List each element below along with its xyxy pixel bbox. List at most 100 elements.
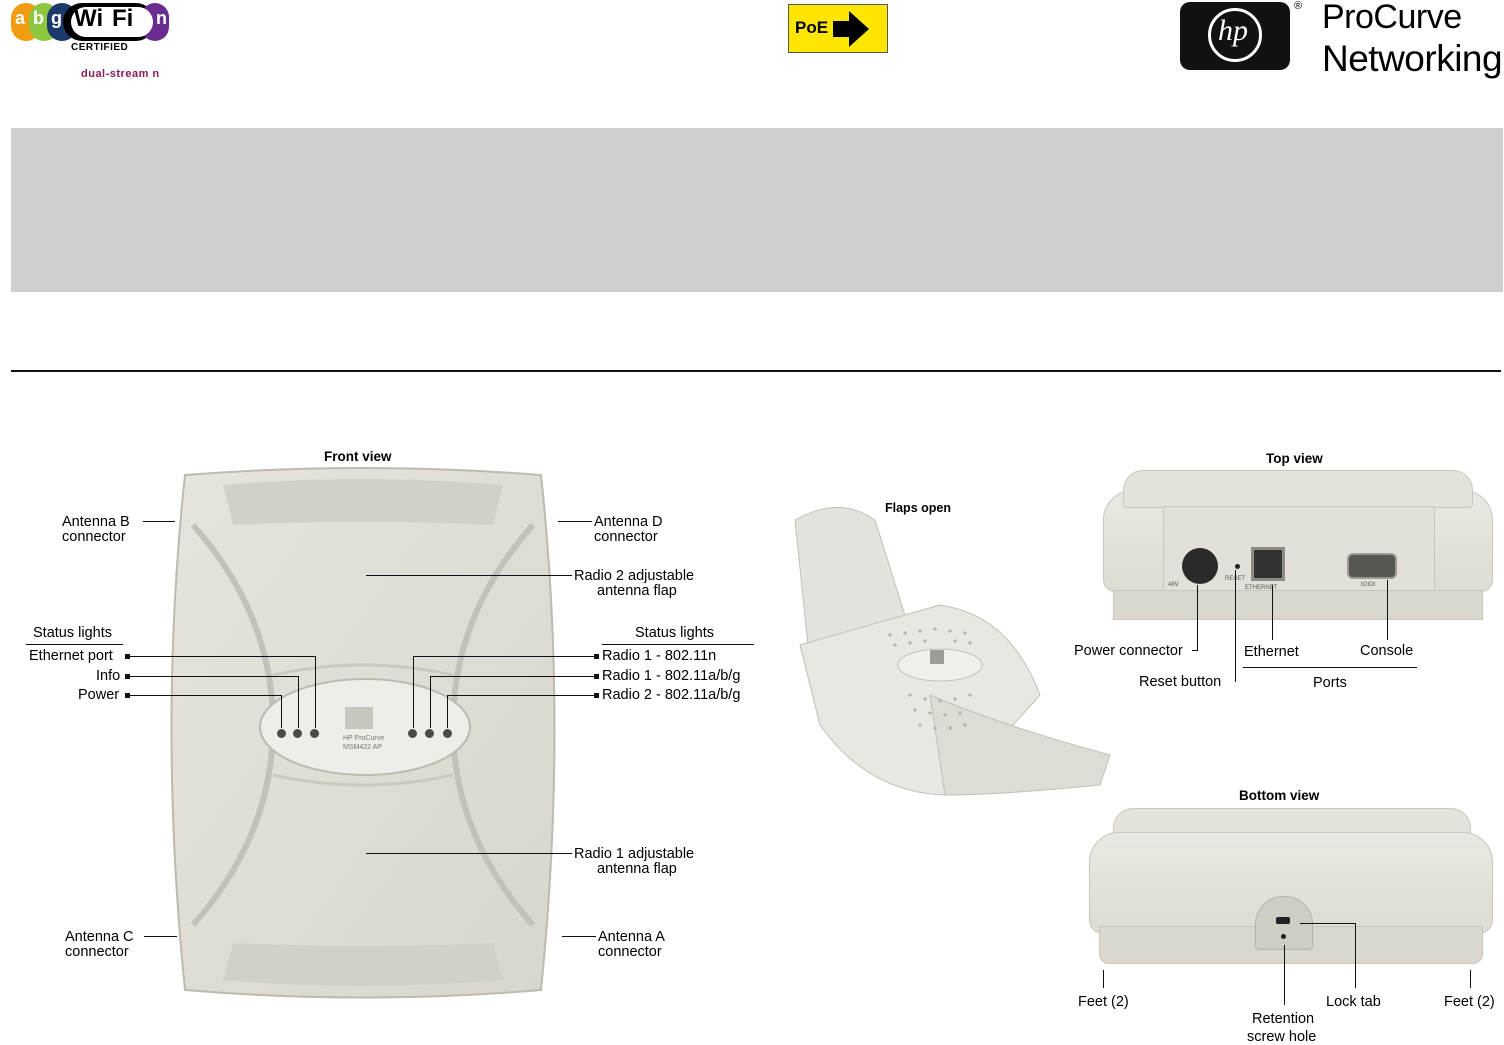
wifi-letter-g: g — [51, 8, 62, 28]
hp-procurve-logo: hp ® ProCurve Networking — [1180, 0, 1503, 82]
flaps-open-device — [794, 507, 1111, 796]
radio1-flap-label-1: Radio 1 adjustable — [574, 846, 695, 862]
lock-tab-leader-h — [1300, 923, 1355, 924]
console-port-icon — [1347, 553, 1397, 579]
hp-registered-mark: ® — [1294, 0, 1303, 12]
status-radio1-n-label: Radio 1 - 802.11n — [602, 648, 717, 664]
power-leader-dot — [125, 693, 130, 698]
radio1-flap-leader — [366, 853, 572, 854]
radio2-flap-leader — [366, 575, 572, 576]
hp-logo-circle — [1208, 8, 1262, 62]
device-label-line1: HP ProCurve — [343, 735, 385, 742]
antenna-a-label-1: Antenna A — [598, 929, 665, 945]
retention-leader-v — [1284, 945, 1285, 1005]
antenna-d-leader — [558, 521, 592, 522]
lock-tab-icon — [1276, 917, 1290, 924]
status-ethernet-label: Ethernet port — [29, 648, 113, 664]
status-right-heading: Status lights — [635, 625, 714, 641]
flaps-open-title: Flaps open — [885, 501, 951, 515]
front-view-title: Front view — [324, 449, 392, 464]
antenna-b-label-1: Antenna B — [62, 514, 130, 530]
radio1-n-leader-dot — [594, 654, 599, 659]
radio2-abg-leader-dot — [594, 693, 599, 698]
antenna-d-label-2: connector — [594, 529, 658, 545]
top-view-title: Top view — [1266, 451, 1323, 466]
wifi-word-wi: Wi — [74, 5, 104, 32]
ethernet-label: Ethernet — [1244, 644, 1299, 660]
power-connector-label: Power connector — [1074, 643, 1183, 659]
radio2-flap-label-1: Radio 2 adjustable — [574, 568, 695, 584]
reset-button-label: Reset button — [1139, 674, 1222, 690]
radio1-abg-leader-h — [430, 676, 594, 677]
wifi-word-fi: Fi — [112, 5, 134, 32]
gray-banner — [11, 128, 1503, 292]
retention-label-1: Retention — [1252, 1011, 1315, 1027]
feet-left-leader — [1103, 970, 1104, 988]
status-radio1-abg-label: Radio 1 - 802.11a/b/g — [602, 668, 741, 684]
port-mark-48v: 48V — [1168, 582, 1179, 588]
status-power-label: Power — [78, 687, 120, 703]
ethernet-leader-v2 — [1272, 585, 1273, 640]
brand-line-networking: Networking — [1322, 38, 1503, 79]
radio2-flap-label-2: antenna flap — [597, 583, 677, 599]
status-right-underline — [602, 644, 754, 645]
ports-underline — [1243, 667, 1417, 668]
wifi-inner-box — [71, 7, 153, 37]
ports-label: Ports — [1313, 675, 1347, 691]
device-label-line2: MSM422 AP — [343, 744, 382, 751]
radio1-flap-label-2: antenna flap — [597, 861, 677, 877]
feet-left-label: Feet (2) — [1078, 994, 1129, 1010]
antenna-a-label-2: connector — [598, 944, 662, 960]
status-left-underline — [26, 644, 123, 645]
feet-right-label: Feet (2) — [1444, 994, 1495, 1010]
retention-label-2: screw hole — [1247, 1029, 1317, 1045]
ethernet-leader-dot — [125, 654, 130, 659]
antenna-c-label-2: connector — [65, 944, 129, 960]
antenna-a-leader — [562, 936, 596, 937]
power-connector-leader-v — [1197, 585, 1198, 650]
wifi-certified-text: CERTIFIED — [71, 42, 129, 53]
power-jack-icon — [1182, 548, 1218, 584]
top-device-base — [1113, 590, 1483, 620]
power-leader-h — [128, 695, 281, 696]
radio2-abg-leader-v — [447, 695, 448, 728]
wifi-letter-n: n — [156, 8, 167, 28]
top-device-lid — [1123, 470, 1473, 508]
console-leader-v — [1387, 580, 1388, 640]
hp-logo-mark: hp — [1180, 2, 1290, 70]
antenna-b-label-2: connector — [62, 529, 126, 545]
power-leader-v — [281, 695, 282, 728]
info-leader-h — [128, 676, 298, 677]
antenna-c-leader — [144, 936, 177, 937]
ethernet-leader-v — [315, 656, 316, 728]
led-radio1-n — [408, 729, 417, 738]
wifi-letter-b: b — [33, 8, 44, 28]
radio1-n-leader-v — [413, 656, 414, 728]
status-info-label: Info — [96, 668, 121, 684]
horizontal-rule — [11, 370, 1501, 372]
feet-right-leader — [1470, 970, 1471, 988]
reset-hole-icon — [1235, 564, 1240, 569]
antenna-d-label-1: Antenna D — [594, 514, 663, 530]
console-label: Console — [1360, 643, 1414, 659]
lock-tab-leader-v — [1355, 923, 1356, 988]
power-connector-leader-h — [1192, 650, 1198, 651]
port-mark-console: IOIOI — [1361, 582, 1376, 588]
front-device-body — [170, 467, 556, 999]
top-device: 48V RESET ETHERNET IOIOI — [1093, 470, 1501, 620]
hp-logo-text: hp — [1218, 14, 1248, 47]
radio1-abg-leader-v — [430, 676, 431, 728]
info-leader-v — [298, 676, 299, 728]
info-leader-dot — [125, 674, 130, 679]
radio1-abg-leader-dot — [594, 674, 599, 679]
poe-logo: PoE — [788, 4, 888, 53]
led-radio2-abg — [443, 729, 452, 738]
ethernet-leader-h — [128, 656, 315, 657]
antenna-c-label-1: Antenna C — [65, 929, 134, 945]
brand-line-procurve: ProCurve — [1322, 0, 1462, 36]
antenna-b-leader — [143, 521, 175, 522]
reset-leader-v — [1235, 570, 1236, 682]
bottom-view-title: Bottom view — [1239, 788, 1320, 803]
status-radio2-abg-label: Radio 2 - 802.11a/b/g — [602, 687, 741, 703]
led-ethernet — [310, 729, 319, 738]
